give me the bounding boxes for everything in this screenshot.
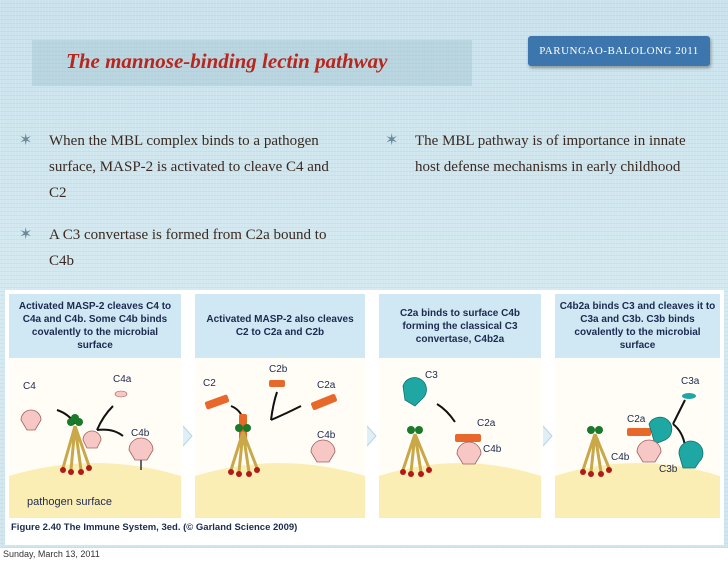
label-c4: C4 xyxy=(23,381,36,392)
arrow-icon xyxy=(436,403,456,423)
panel-1-diagram: C4 C4a C4b pathogen surface xyxy=(9,374,181,518)
label-c2b: C2b xyxy=(269,364,288,375)
label-c2a: C2a xyxy=(627,414,646,425)
split-arrow-icon xyxy=(96,405,124,437)
figure-caption: Figure 2.40 The Immune System, 3ed. (© G… xyxy=(11,522,298,533)
footer-date: Sunday, March 13, 2011 xyxy=(0,548,728,561)
c4b-molecule-icon xyxy=(456,441,482,465)
bullet-left-2: ✶ A C3 convertase is formed from C2a bou… xyxy=(19,222,349,274)
label-c4b: C4b xyxy=(131,428,150,439)
label-c4b: C4b xyxy=(611,452,630,463)
bullet-right-1: ✶ The MBL pathway is of importance in in… xyxy=(385,128,705,180)
slide: The mannose-binding lectin pathway PARUN… xyxy=(0,0,728,548)
c2b-fragment-icon xyxy=(269,380,285,387)
panel-4: C4b2a binds C3 and cleaves it to C3a and… xyxy=(555,294,720,518)
bullet-star-icon: ✶ xyxy=(19,132,33,149)
panel-2: Activated MASP-2 also cleaves C2 to C2a … xyxy=(195,294,365,518)
c3b-molecule-icon xyxy=(678,440,704,469)
label-c2a: C2a xyxy=(317,380,336,391)
c4-molecule-icon xyxy=(20,409,42,431)
label-c4b: C4b xyxy=(483,444,502,455)
c2a-fragment-icon xyxy=(455,434,481,442)
mbl-complex-icon xyxy=(60,414,102,475)
mbl-complex-icon xyxy=(580,426,612,477)
panel-1: Activated MASP-2 cleaves C4 to C4a and C… xyxy=(9,294,181,518)
chevron-right-icon xyxy=(182,425,193,447)
panel-2-diagram: C2 C2b C2a C4b xyxy=(195,364,365,518)
bullet-star-icon: ✶ xyxy=(19,226,33,243)
c2a-fragment-icon xyxy=(627,428,651,436)
mbl-complex-icon xyxy=(400,426,432,477)
label-c4a: C4a xyxy=(113,374,132,385)
c4b-molecule-icon xyxy=(636,439,662,463)
label-c4b: C4b xyxy=(317,430,336,441)
mbl-complex-icon xyxy=(228,424,260,477)
bullet-left-1-text: When the MBL complex binds to a pathogen… xyxy=(49,133,329,201)
panel-3: C2a binds to surface C4b forming the cla… xyxy=(379,294,541,518)
label-c3b: C3b xyxy=(659,464,678,475)
bullet-star-icon: ✶ xyxy=(385,132,399,149)
c4b-molecule-icon xyxy=(310,439,336,463)
panel-4-diagram: C3a C2a C4b C3b xyxy=(555,376,720,518)
chevron-right-icon xyxy=(366,425,377,447)
bullet-left-2-text: A C3 convertase is formed from C2a bound… xyxy=(49,227,327,269)
chevron-right-icon xyxy=(542,425,553,447)
split-arrow-icon xyxy=(270,391,302,421)
label-pathogen-surface: pathogen surface xyxy=(27,496,112,508)
author-badge: PARUNGAO-BALOLONG 2011 xyxy=(528,36,710,66)
pathogen-surface xyxy=(9,463,181,518)
label-c2a: C2a xyxy=(477,418,496,429)
title-backdrop xyxy=(32,40,472,86)
c3-molecule-icon xyxy=(402,377,427,407)
panel-2-heading: Activated MASP-2 also cleaves C2 to C2a … xyxy=(195,294,365,358)
bullet-right-1-text: The MBL pathway is of importance in inna… xyxy=(415,133,686,175)
c3-molecule-icon xyxy=(648,416,673,445)
panel-3-heading: C2a binds to surface C4b forming the cla… xyxy=(379,294,541,358)
c2a-fragment-icon xyxy=(311,394,337,410)
c4b-molecule-icon xyxy=(128,437,154,461)
panel-4-heading: C4b2a binds C3 and cleaves it to C3a and… xyxy=(555,294,720,358)
c3a-fragment-icon xyxy=(682,393,696,399)
c2-molecule-icon xyxy=(204,394,230,410)
c4a-fragment-icon xyxy=(114,390,128,398)
pathway-figure: Activated MASP-2 cleaves C4 to C4a and C… xyxy=(5,290,724,545)
bullet-left-1: ✶ When the MBL complex binds to a pathog… xyxy=(19,128,349,206)
label-c2: C2 xyxy=(203,378,216,389)
slide-title: The mannose-binding lectin pathway xyxy=(66,49,388,73)
split-arrow-icon xyxy=(672,399,686,447)
label-c3a: C3a xyxy=(681,376,700,387)
panel-3-diagram: C3 C2a C4b xyxy=(379,370,541,518)
panel-1-heading: Activated MASP-2 cleaves C4 to C4a and C… xyxy=(9,294,181,358)
label-c3: C3 xyxy=(425,370,438,381)
